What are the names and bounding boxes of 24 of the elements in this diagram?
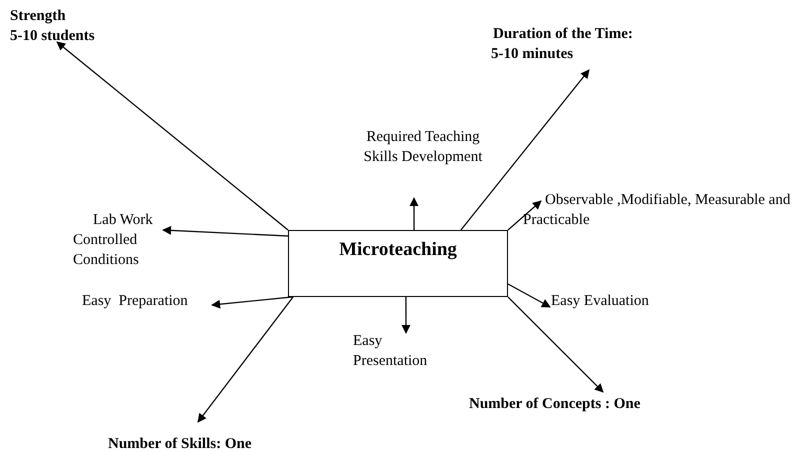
arrow [56, 41, 288, 230]
feature-text: Easy Preparation [82, 291, 217, 311]
arrow [460, 69, 590, 230]
feature-text: Observable ,Modifiable, Measurable and Practicable [523, 190, 803, 230]
arrow [197, 296, 294, 423]
box-title: Microteaching [339, 239, 457, 262]
feature-text-line: Duration of the Time: [492, 25, 634, 44]
arrow [508, 296, 604, 393]
arrow [211, 296, 292, 309]
feature-text: Easy Evaluation [551, 291, 681, 311]
feature-text: Number of Skills: One [108, 434, 298, 452]
arrow [162, 226, 288, 237]
arrow [401, 297, 410, 334]
feature-text: Number of Concepts : One [469, 394, 689, 414]
feature-text-line: 5-10 minutes [491, 45, 574, 64]
feature-text: Required Teaching Skills Development [348, 127, 498, 167]
arrow [410, 197, 419, 230]
arrow [508, 200, 542, 230]
feature-text: Easy Presentation [353, 331, 453, 371]
process-box [288, 230, 508, 297]
arrow [508, 283, 551, 308]
feature-text-line: Strength [10, 7, 67, 26]
feature-text: Lab Work Controlled Conditions [73, 210, 173, 270]
feature-text-line: 5-10 students [10, 27, 96, 46]
